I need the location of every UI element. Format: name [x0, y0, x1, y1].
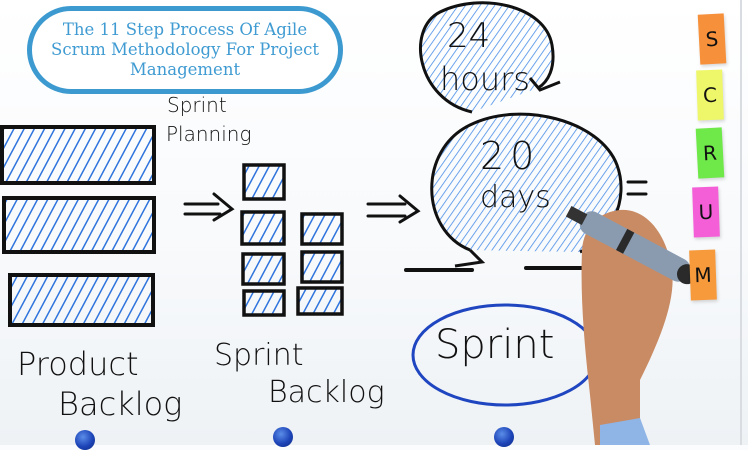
daily-cycle-number: 24: [447, 16, 491, 56]
equals-sign: [626, 180, 648, 196]
sticky-note-c: C: [696, 69, 724, 121]
sprint-backlog-label-1: Sprint: [214, 338, 304, 373]
sprint-planning-label-2: Planning: [166, 122, 252, 146]
daily-cycle-circle: [419, 1, 561, 114]
title-banner: The 11 Step Process Of Agile Scrum Metho…: [27, 6, 343, 94]
sprint-backlog-label-2: Backlog: [268, 375, 385, 410]
sprint-cycle-number: 20: [480, 134, 541, 178]
product-backlog-label-2: Backlog: [58, 385, 183, 423]
daily-cycle-unit: hours: [440, 60, 530, 98]
sticky-note-m: M: [689, 249, 717, 301]
sprint-oval-label: Sprint: [435, 322, 555, 368]
sprint-backlog-boxes: [240, 163, 344, 317]
hand-with-marker: [565, 205, 697, 445]
sticky-note-r: R: [695, 127, 725, 179]
product-backlog-bars: [0, 125, 156, 327]
title-line-1: The 11 Step Process Of Agile: [62, 20, 308, 39]
title-line-2: Scrum Methodology For Project: [51, 40, 319, 59]
sprint-planning-label-1: Sprint: [167, 93, 227, 117]
arrow-to-sprint-cycle: [366, 194, 421, 224]
sticky-note-u: U: [692, 186, 720, 238]
title-line-3: Management: [129, 60, 241, 79]
arrow-to-sprint-backlog: [183, 192, 235, 222]
magnet-3: [494, 427, 514, 447]
timeline-underlines: [404, 266, 587, 272]
sprint-cycle-unit: days: [480, 180, 551, 215]
product-backlog-label-1: Product: [17, 345, 139, 383]
sticky-note-s: S: [697, 13, 727, 65]
magnet-2: [273, 427, 293, 447]
whiteboard-frame-edge: [740, 0, 742, 445]
magnet-1: [75, 430, 95, 450]
